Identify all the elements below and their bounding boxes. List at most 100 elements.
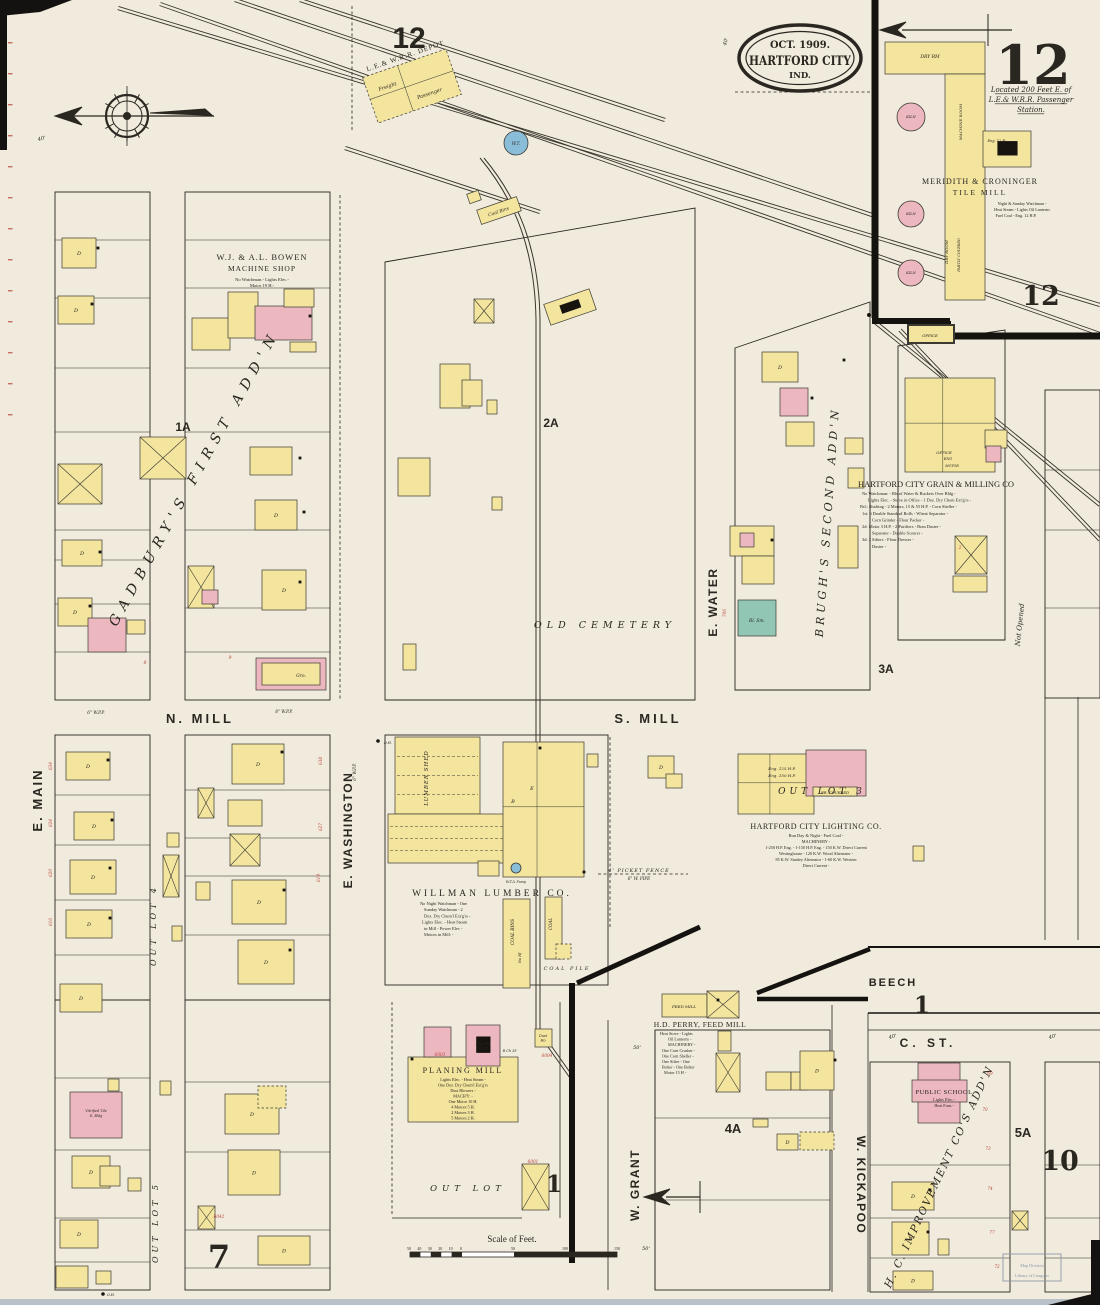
map-label: OLD CEMETERY [534, 620, 676, 631]
block-outline [184, 999, 331, 1291]
building-footprint [227, 799, 263, 827]
edge-red-tick [8, 73, 13, 75]
building: D [73, 811, 115, 841]
map-label: Corn Grinder - Flour Packer - [872, 517, 925, 522]
railroad-track-line [299, 1, 665, 122]
building-footprint [289, 341, 317, 353]
map-label: D. Bldg [89, 1114, 103, 1118]
scale-bar-minor-segment [410, 1252, 421, 1257]
building: D [237, 939, 295, 985]
compass-rose [53, 86, 215, 146]
building: D [799, 1050, 835, 1091]
map-label: 627 [318, 823, 323, 831]
map-label: Bs't: Shafting - 2 Motors, 15 & 55 H.P. … [860, 504, 958, 510]
map-label: 6" W. PIPE [628, 876, 651, 881]
machinery-block [559, 298, 582, 314]
map-label: 40' [722, 37, 730, 47]
map-label: 2A [543, 416, 559, 430]
building: D [59, 983, 103, 1013]
building: D [69, 859, 117, 895]
building-brace [715, 1052, 741, 1093]
block-outline [734, 301, 871, 691]
compass-tail [149, 108, 215, 117]
building-brace [139, 436, 187, 480]
building [99, 1165, 121, 1187]
map-label: 6042 [214, 1214, 225, 1219]
building [912, 845, 925, 862]
building [844, 437, 864, 455]
railroad-track-line [303, 0, 666, 119]
map-label: MACH'Y: - [453, 1094, 473, 1099]
building: D [776, 1133, 799, 1151]
building [741, 555, 775, 585]
map-label: 40' [887, 1033, 897, 1041]
map-label: 9 [229, 655, 232, 661]
building-footprint [502, 898, 531, 989]
map-label: 74 [987, 1186, 993, 1191]
building-footprint [984, 429, 1008, 449]
edge-red-tick [8, 321, 13, 323]
map-label: MACHINE SHOP [228, 264, 296, 273]
chimney-dot [288, 948, 292, 952]
building-footprint [891, 1221, 930, 1256]
map-label: Motor 15 H - [664, 1070, 687, 1075]
map-label: One Corn Crusher - [662, 1048, 696, 1053]
map-label: in Mill - Power Elec - [424, 926, 463, 931]
building [715, 1052, 741, 1093]
map-label: 634 [48, 762, 53, 770]
building-brace [954, 535, 988, 575]
map-label: 624 [48, 819, 53, 827]
building-footprint [717, 1030, 732, 1052]
building-footprint [171, 925, 183, 942]
building-footprint [544, 896, 563, 960]
building-footprint [466, 189, 482, 205]
dwelling-label: D [76, 1232, 81, 1238]
building-footprint [65, 751, 111, 781]
map-label: 0 [460, 1246, 462, 1251]
building-footprint [799, 1050, 835, 1091]
building [502, 741, 585, 878]
dwelling-label: D [814, 1069, 819, 1075]
building [461, 379, 483, 407]
building-footprint [534, 1028, 553, 1048]
map-label: No Rf [518, 952, 522, 964]
map-label: E [529, 786, 534, 792]
sheet-edge-mark [1091, 1240, 1100, 1305]
compass-spike [140, 103, 149, 109]
building-footprint [61, 539, 103, 567]
map-label: 3A [878, 662, 894, 676]
chimney-dot [410, 1057, 414, 1061]
map-label: W.T. [512, 141, 521, 146]
building [737, 753, 815, 815]
building [257, 1085, 287, 1109]
building-footprint [231, 879, 287, 925]
chimney-dot [770, 538, 774, 542]
map-label: 40' [36, 135, 46, 143]
map-label: 638 [318, 757, 323, 765]
building [904, 377, 996, 473]
building-brace [187, 565, 215, 609]
building-brace [521, 1163, 550, 1211]
map-label: 1-250 H.P. Eng. - 1-150 H.P. Eng. - 150 … [765, 845, 867, 850]
edge-red-tick [8, 290, 13, 292]
building-footprint [486, 399, 498, 415]
building [884, 41, 986, 75]
block-outline [1044, 1061, 1100, 1293]
map-label: 70 [982, 1107, 988, 1112]
scale-bar-major-segment [514, 1252, 617, 1257]
building [289, 341, 317, 353]
building-footprint [95, 1270, 112, 1285]
map-label: 50' [642, 1246, 650, 1252]
edge-red-tick [8, 42, 13, 44]
map-label: OUT LOT [430, 1184, 506, 1194]
block-outline [869, 1061, 1011, 1293]
building-footprint [491, 496, 503, 511]
dwelling-label: D [251, 1171, 256, 1177]
building: D [59, 1219, 99, 1249]
dwelling-label: D [910, 1194, 915, 1200]
building: D [61, 237, 97, 269]
dwelling-label: D [88, 1170, 93, 1176]
machinery-block [997, 141, 1018, 156]
building-footprint [237, 939, 295, 985]
building-footprint [647, 755, 675, 779]
